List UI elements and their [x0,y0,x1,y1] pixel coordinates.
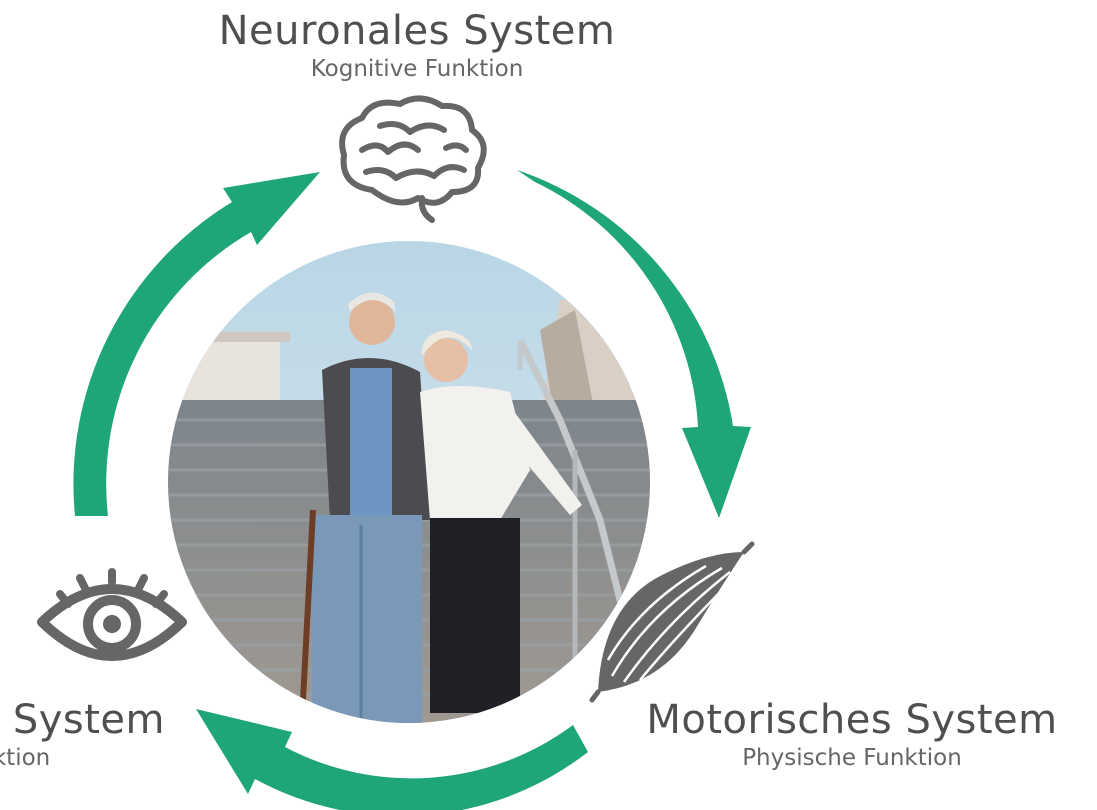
motor-system-title: Motorisches System [646,697,1058,743]
cycle-arrows [73,170,751,810]
motor-system-subtitle: Physische Funktion [742,745,962,771]
neural-system-subtitle: Kognitive Funktion [310,56,524,82]
motor-system-label: Motorisches System Physische Funktion [646,697,1057,773]
muscle-icon [589,541,755,703]
brain-icon [339,95,487,223]
eye-icon [37,568,187,661]
neural-system-title: Neuronales System [218,8,616,54]
sensory-system-title: s System [0,697,165,743]
sensory-system-label: s System nktion [0,697,165,773]
arrow-neural-to-motor [517,170,751,518]
arrow-sensory-to-neural [73,172,320,516]
neural-system-label: Neuronales System Kognitive Funktion [219,8,616,84]
sensory-system-subtitle: nktion [0,745,51,771]
senior-couple-photo [168,241,650,723]
arrow-motor-to-sensory [196,709,588,810]
